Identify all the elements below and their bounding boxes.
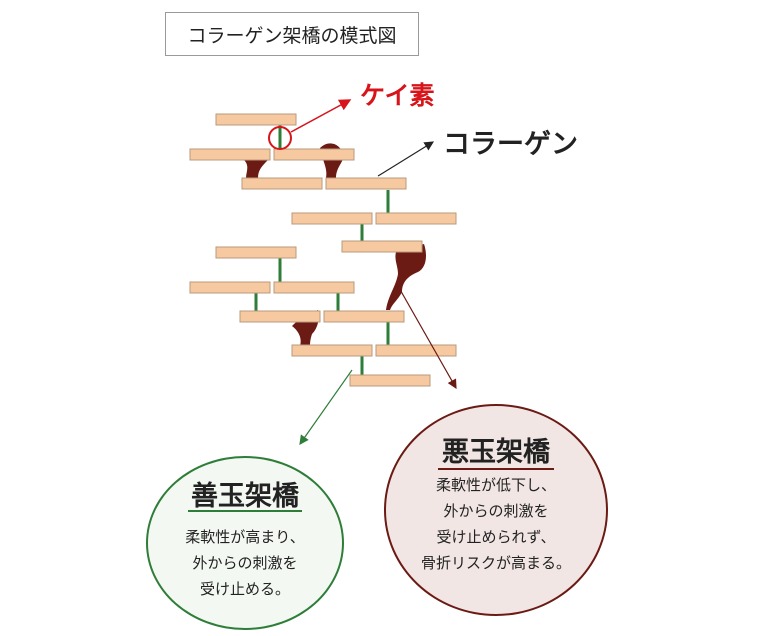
collagen-fiber (215, 113, 297, 126)
collagen-pointer-arrow (377, 141, 435, 177)
bad-crosslink-pointer-arrow (397, 285, 457, 390)
collagen-fiber (273, 281, 355, 294)
bad-crosslink-bubble: 悪玉架橋 柔軟性が低下し、 外からの刺激を 受け止められず、 骨折リスクが高まる… (384, 404, 608, 616)
collagen-fiber (291, 344, 373, 357)
description-line: 受け止められず、 (436, 528, 556, 546)
good-crosslink-bubble: 善玉架橋 柔軟性が高まり、 外からの刺激を 受け止める。 (146, 456, 344, 630)
collagen-fiber (189, 148, 271, 161)
description-line: 外からの刺激を (443, 502, 549, 520)
bad-crosslink (244, 158, 268, 178)
collagen-fiber (325, 177, 407, 190)
description-line: 骨折リスクが高まる。 (420, 554, 571, 572)
bad-crosslink-heading: 悪玉架橋 (442, 437, 550, 468)
collagen-fiber (189, 281, 271, 294)
collagen-fiber (291, 212, 373, 225)
silicon-highlight-circle (268, 126, 292, 150)
collagen-fibers (189, 113, 457, 387)
bad-crosslink (386, 244, 426, 310)
collagen-fiber (341, 240, 423, 253)
good-crosslink-pointer-arrow (299, 369, 353, 445)
collagen-fiber (241, 177, 323, 190)
good-crosslink-heading: 善玉架橋 (191, 481, 299, 512)
collagen-fiber (323, 310, 405, 323)
diagram-title: コラーゲン架橋の模式図 (165, 12, 419, 56)
description-line: 受け止める。 (199, 580, 290, 598)
collagen-label: コラーゲン (443, 129, 578, 160)
good-crosslink-description: 柔軟性が高まり、 外からの刺激を 受け止める。 (148, 524, 342, 602)
collagen-fiber (273, 148, 355, 161)
bad-crosslink-divider (438, 468, 554, 470)
description-line: 外からの刺激を (192, 554, 298, 572)
good-crosslink-divider (188, 510, 302, 512)
collagen-fiber (375, 344, 457, 357)
silicon-pointer-arrow (290, 99, 352, 133)
good-crosslinks (254, 124, 390, 376)
description-line: 柔軟性が高まり、 (185, 528, 305, 546)
bad-crosslink-description: 柔軟性が低下し、 外からの刺激を 受け止められず、 骨折リスクが高まる。 (386, 472, 606, 576)
collagen-fiber (215, 246, 297, 259)
collagen-fiber (349, 374, 431, 387)
description-line: 柔軟性が低下し、 (435, 476, 556, 494)
collagen-fiber (239, 310, 321, 323)
silicon-label: ケイ素 (360, 81, 435, 110)
collagen-fiber (375, 212, 457, 225)
